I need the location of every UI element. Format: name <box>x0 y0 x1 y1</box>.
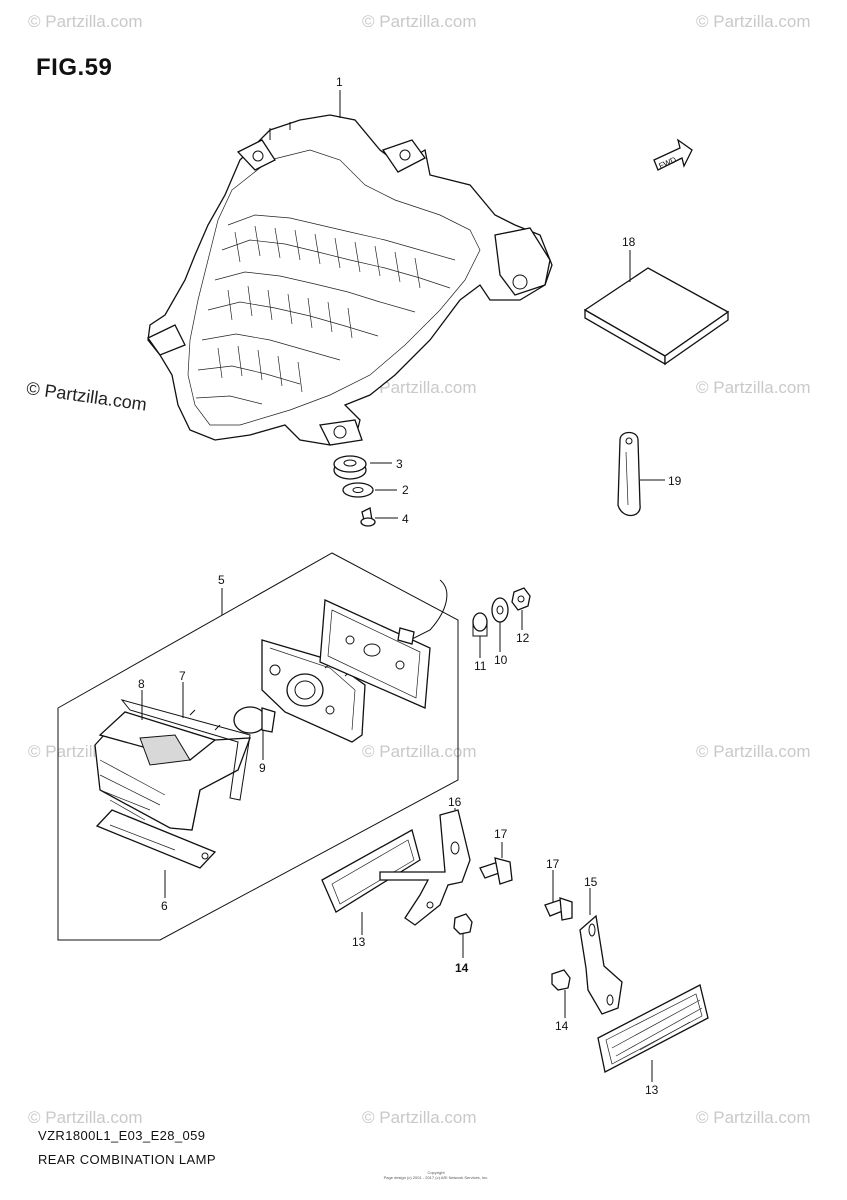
callout-13: 13 <box>645 1083 659 1097</box>
copyright-line-1: Copyright <box>427 1170 445 1175</box>
callout-10: 10 <box>494 653 508 667</box>
callout-labels: 1 2 3 4 5 6 7 8 9 10 11 12 13 13 14 14 1… <box>138 75 682 1097</box>
bolt-part-17[interactable] <box>544 897 573 921</box>
watermark: © Partzilla.com <box>28 12 143 31</box>
bulb-part-9[interactable] <box>233 706 276 734</box>
watermark: © Partzilla.com <box>362 1108 477 1127</box>
callout-19: 19 <box>668 474 682 488</box>
callout-14: 14 <box>555 1019 569 1033</box>
lens-plate-part-6[interactable] <box>95 809 217 869</box>
fwd-arrow-icon: FWD <box>653 138 693 171</box>
pad-part-18[interactable] <box>583 267 730 366</box>
reflector-part-13[interactable] <box>597 984 709 1073</box>
watermark: © Partzilla.com <box>362 378 477 397</box>
callout-17: 17 <box>494 827 508 841</box>
washer-part-2[interactable] <box>342 482 374 498</box>
reflector-part-13[interactable] <box>321 829 421 913</box>
bolt-part-17[interactable] <box>479 857 513 885</box>
washer-part-10[interactable] <box>491 597 509 623</box>
gasket-part-7[interactable] <box>120 699 251 801</box>
nut-part-12[interactable] <box>511 587 531 611</box>
socket-base[interactable] <box>261 639 382 743</box>
callout-5: 5 <box>218 573 225 587</box>
nut-part-14[interactable] <box>551 969 571 991</box>
copyright-notice: Copyright Page design (c) 2001 - 2017 (c… <box>366 1170 506 1180</box>
band-part-19[interactable] <box>617 431 641 517</box>
callout-9: 9 <box>259 761 266 775</box>
nut-part-14[interactable] <box>453 913 473 935</box>
watermark: © Partzilla.com <box>696 12 811 31</box>
rear-plate[interactable] <box>319 599 431 709</box>
lens-part-8[interactable] <box>94 711 251 831</box>
callout-1: 1 <box>336 75 343 89</box>
copyright-line-2: Page design (c) 2001 - 2017 (c) ARI Netw… <box>383 1175 489 1180</box>
grommet-part-3[interactable] <box>333 455 367 480</box>
watermark: © Partzilla.com <box>362 12 477 31</box>
callout-12: 12 <box>516 631 530 645</box>
callout-4: 4 <box>402 512 409 526</box>
callout-17: 17 <box>546 857 560 871</box>
callout-7: 7 <box>179 669 186 683</box>
bracket-part-16[interactable] <box>379 809 471 926</box>
callout-8: 8 <box>138 677 145 691</box>
callout-2: 2 <box>402 483 409 497</box>
watermark: © Partzilla.com <box>28 1108 143 1127</box>
wire-connector <box>397 627 415 645</box>
watermark: © Partzilla.com <box>696 742 811 761</box>
nut-part-11[interactable] <box>472 612 488 637</box>
callout-11: 11 <box>474 659 487 673</box>
screw-part-4[interactable] <box>360 507 376 527</box>
lamp-wire <box>409 579 448 641</box>
leader-lines <box>141 90 665 1082</box>
assembly-frame <box>57 552 459 941</box>
callout-13: 13 <box>352 935 366 949</box>
taillight-housing[interactable] <box>147 114 553 446</box>
bracket-part-15[interactable] <box>579 914 623 1015</box>
callout-15: 15 <box>584 875 598 889</box>
callout-14: 14 <box>455 961 469 975</box>
callout-6: 6 <box>161 899 168 913</box>
callout-18: 18 <box>622 235 636 249</box>
watermark: © Partzilla.com <box>696 378 811 397</box>
callout-16: 16 <box>448 795 462 809</box>
watermark: © Partzilla.com <box>696 1108 811 1127</box>
diagram-code: VZR1800L1_E03_E28_059 <box>38 1128 206 1143</box>
diagram-name: REAR COMBINATION LAMP <box>38 1152 216 1167</box>
figure-title: FIG.59 <box>36 54 113 81</box>
callout-3: 3 <box>396 457 403 471</box>
watermark: © Partzilla.com <box>362 742 477 761</box>
